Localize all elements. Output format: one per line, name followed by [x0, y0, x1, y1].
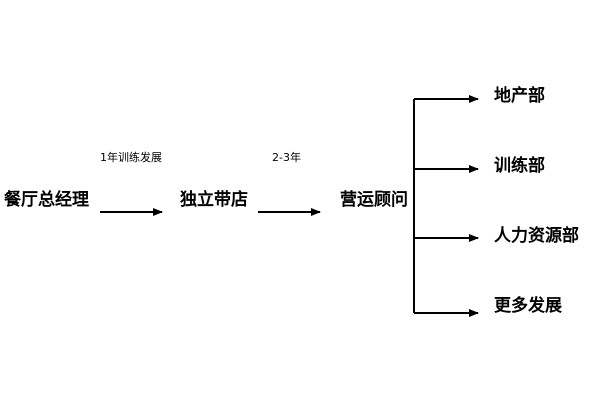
- node-restaurant-general-manager: 餐厅总经理: [4, 190, 89, 210]
- edge-label-one-year-training: 1年训练发展: [100, 151, 162, 164]
- node-operations-consultant: 营运顾问: [340, 190, 408, 210]
- edge-label-two-three-years: 2-3年: [272, 151, 301, 164]
- node-hr-dept: 人力资源部: [494, 226, 579, 246]
- node-more-development: 更多发展: [494, 296, 562, 316]
- node-training-dept: 训练部: [494, 156, 545, 176]
- node-real-estate-dept: 地产部: [494, 86, 545, 106]
- node-independent-store: 独立带店: [180, 190, 248, 210]
